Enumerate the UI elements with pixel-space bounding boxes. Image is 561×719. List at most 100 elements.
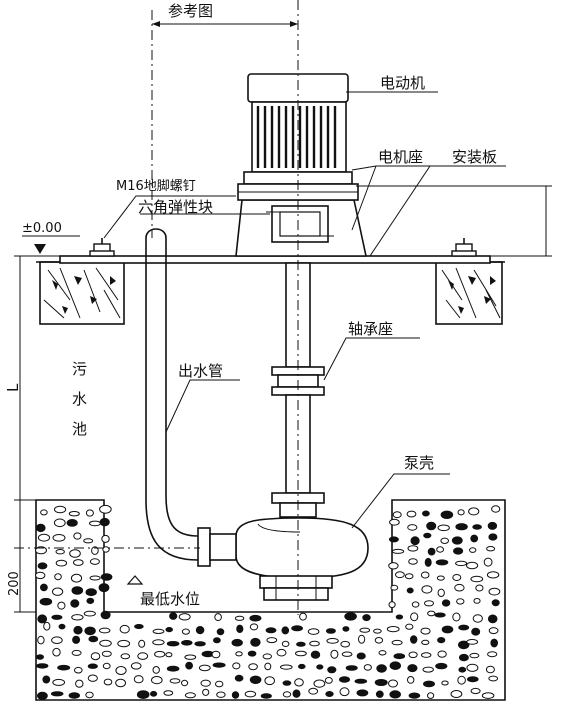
gravel-pebble [456, 598, 465, 605]
gravel-pebble [73, 532, 82, 540]
gravel-pebble [457, 675, 466, 685]
gravel-pebble [163, 690, 174, 696]
gravel-pebble [422, 666, 434, 673]
gravel-pebble [308, 687, 319, 695]
gravel-pebble [325, 628, 336, 634]
gravel-pebble [488, 587, 501, 596]
gravel-pebble [248, 663, 258, 671]
depth-dimension [14, 255, 200, 613]
gravel-pebble [362, 614, 371, 622]
gravel-pebble [35, 546, 47, 555]
gravel-pebble [375, 690, 384, 698]
gravel-pebble [421, 585, 433, 594]
gravel-pebble [326, 638, 339, 644]
label-sewage-tank-1: 污 [72, 360, 87, 378]
gravel-pebble [52, 587, 64, 596]
gravel-pebble [427, 547, 436, 556]
gravel-pebble [294, 678, 304, 687]
gravel-pebble [37, 614, 48, 624]
label-min-water-level: 最低水位 [140, 590, 200, 608]
gravel-pebble [50, 691, 64, 697]
gravel-pebble [313, 679, 326, 688]
gravel-pebble [470, 687, 481, 695]
gravel-pebble [87, 663, 98, 669]
label-anchor-bolt: M16地脚螺钉 [116, 178, 196, 194]
gravel-pebble [470, 534, 479, 543]
gravel-pebble [408, 692, 421, 699]
gravel-pebble [66, 519, 78, 527]
gravel-pebble [185, 661, 194, 670]
gravel-pebble [214, 613, 222, 622]
gravel-pebble [472, 614, 483, 623]
gravel-pebble [249, 623, 259, 631]
gravel-pebble [36, 654, 44, 660]
label-dim-L: L [4, 383, 22, 392]
gravel-pebble [339, 676, 350, 683]
gravel-pebble [89, 558, 100, 565]
gravel-pebble [102, 662, 111, 670]
gravel-pebble [408, 651, 418, 659]
gravel-pebble [410, 612, 419, 622]
gravel-pebble [296, 641, 306, 647]
gravel-pebble [452, 574, 462, 581]
gravel-pebble [115, 666, 127, 675]
pit-concrete [35, 499, 506, 701]
gravel-pebble [295, 650, 307, 657]
gravel-pebble [266, 637, 278, 644]
gravel-pebble [74, 666, 83, 674]
gravel-pebble [134, 624, 144, 629]
label-bearing-seat: 轴承座 [348, 320, 393, 338]
gravel-pebble [486, 546, 496, 552]
gravel-pebble [378, 650, 387, 656]
gravel-pebble [374, 679, 388, 686]
gravel-pebble [437, 650, 447, 658]
gravel-pebble [408, 558, 418, 565]
gravel-pebble [436, 546, 445, 553]
gravel-pebble [488, 533, 498, 541]
gravel-pebble [151, 676, 163, 685]
reference-dimension [152, 21, 298, 27]
gravel-pebble [244, 690, 257, 698]
gravel-pebble [426, 521, 437, 531]
gravel-pebble [391, 639, 403, 646]
anchor-bolt-left [89, 238, 115, 257]
gravel-pebble [54, 573, 62, 581]
gravel-pebble [487, 614, 498, 624]
gravel-pebble [291, 625, 304, 632]
gravel-pebble [52, 647, 61, 657]
label-level-zero: ±0.00 [22, 221, 62, 236]
ground-left [39, 261, 125, 325]
gravel-pebble [165, 652, 173, 658]
motor [237, 73, 359, 201]
gravel-pebble [440, 537, 450, 544]
gravel-pebble [345, 665, 358, 671]
gravel-pebble [130, 662, 142, 670]
gravel-pebble [215, 680, 224, 688]
label-reference-drawing: 参考图 [168, 2, 213, 20]
gravel-pebble [70, 573, 83, 583]
gravel-pebble [388, 562, 399, 570]
gravel-pebble [35, 523, 46, 533]
gravel-pebble [194, 641, 206, 647]
gravel-pebble [407, 664, 418, 673]
gravel-pebble [87, 674, 98, 682]
gravel-pebble [181, 679, 189, 687]
pump-casing [197, 517, 369, 601]
label-dim-200: 200 [7, 571, 22, 596]
gravel-pebble [216, 691, 226, 698]
gravel-pebble [83, 610, 96, 617]
label-pump-casing: 泵壳 [404, 454, 434, 472]
gravel-pebble [453, 547, 464, 555]
gravel-pebble [85, 509, 94, 517]
gravel-pebble [466, 663, 479, 672]
gravel-pebble [55, 559, 68, 567]
gravel-pebble [136, 690, 150, 699]
gravel-pebble [98, 583, 110, 593]
gravel-pebble [441, 680, 449, 686]
gravel-pebble [391, 548, 405, 554]
gravel-pebble [90, 652, 101, 661]
gravel-pebble [100, 573, 113, 581]
gravel-pebble [231, 691, 240, 699]
water-level-marker [126, 575, 144, 585]
